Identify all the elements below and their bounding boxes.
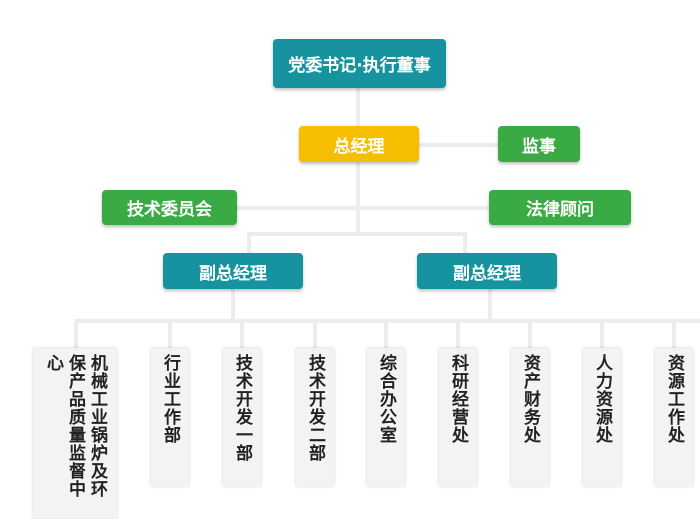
dept-tech-dev-2: 技术开发二部 [296, 348, 334, 486]
dept-research-business-label: 科研经营处 [448, 354, 468, 444]
connector-to-deputy-right [463, 232, 467, 254]
legal-advisor-label: 法律顾问 [526, 200, 594, 220]
deputy-manager-left-box: 副总经理 [163, 253, 303, 289]
connector-advisors-bar [237, 206, 490, 210]
dept-quality-center-label: 机械工业锅炉及环保产品质量监督中心 [43, 354, 107, 498]
dept-tech-dev-2-label: 技术开发二部 [305, 354, 325, 462]
connector-top-to-gm [356, 88, 360, 126]
dept-resource-work: 资源工作处 [655, 348, 693, 486]
supervisor-box: 监事 [498, 126, 580, 162]
connector-to-deputy-left [247, 232, 251, 254]
deputy-manager-right-label: 副总经理 [453, 263, 521, 284]
party-secretary-label: 党委书记·执行董事 [288, 56, 431, 76]
dept-resource-work-label: 资源工作处 [664, 354, 684, 444]
legal-advisor-box: 法律顾问 [489, 190, 631, 225]
general-manager-label: 总经理 [333, 136, 385, 157]
dept-asset-finance-label: 资产财务处 [520, 354, 540, 444]
connector-deputy-right-down [488, 289, 492, 321]
supervisor-label: 监事 [522, 136, 556, 157]
dept-industry-work-label: 行业工作部 [160, 354, 180, 444]
connector-dept-9 [672, 319, 676, 349]
dept-general-office: 综合办公室 [367, 348, 405, 486]
party-secretary-box: 党委书记·执行董事 [273, 39, 446, 88]
dept-asset-finance: 资产财务处 [511, 348, 549, 486]
connector-gm-to-supervisor [418, 143, 498, 147]
tech-committee-box: 技术委员会 [102, 190, 237, 225]
connector-dept-6 [456, 319, 460, 349]
dept-industry-work: 行业工作部 [151, 348, 189, 486]
connector-dept-4 [313, 319, 317, 349]
connector-dept-3 [240, 319, 244, 349]
dept-general-office-label: 综合办公室 [376, 354, 396, 444]
connector-deputy-bar [247, 232, 467, 236]
tech-committee-label: 技术委员会 [127, 200, 212, 220]
deputy-manager-left-label: 副总经理 [199, 263, 267, 284]
connector-dept-2 [168, 319, 172, 349]
deputy-manager-right-box: 副总经理 [417, 253, 557, 289]
connector-gm-trunk [356, 162, 360, 234]
dept-human-resources: 人力资源处 [583, 348, 621, 486]
dept-tech-dev-1-label: 技术开发一部 [232, 354, 252, 462]
dept-quality-center: 机械工业锅炉及环保产品质量监督中心 [33, 348, 117, 518]
connector-deputy-left-down [231, 289, 235, 321]
general-manager-box: 总经理 [299, 126, 419, 162]
connector-dept-1 [74, 319, 78, 349]
connector-dept-7 [528, 319, 532, 349]
connector-dept-8 [600, 319, 604, 349]
dept-human-resources-label: 人力资源处 [592, 354, 612, 444]
connector-dept-5 [384, 319, 388, 349]
dept-research-business: 科研经营处 [439, 348, 477, 486]
dept-tech-dev-1: 技术开发一部 [223, 348, 261, 486]
